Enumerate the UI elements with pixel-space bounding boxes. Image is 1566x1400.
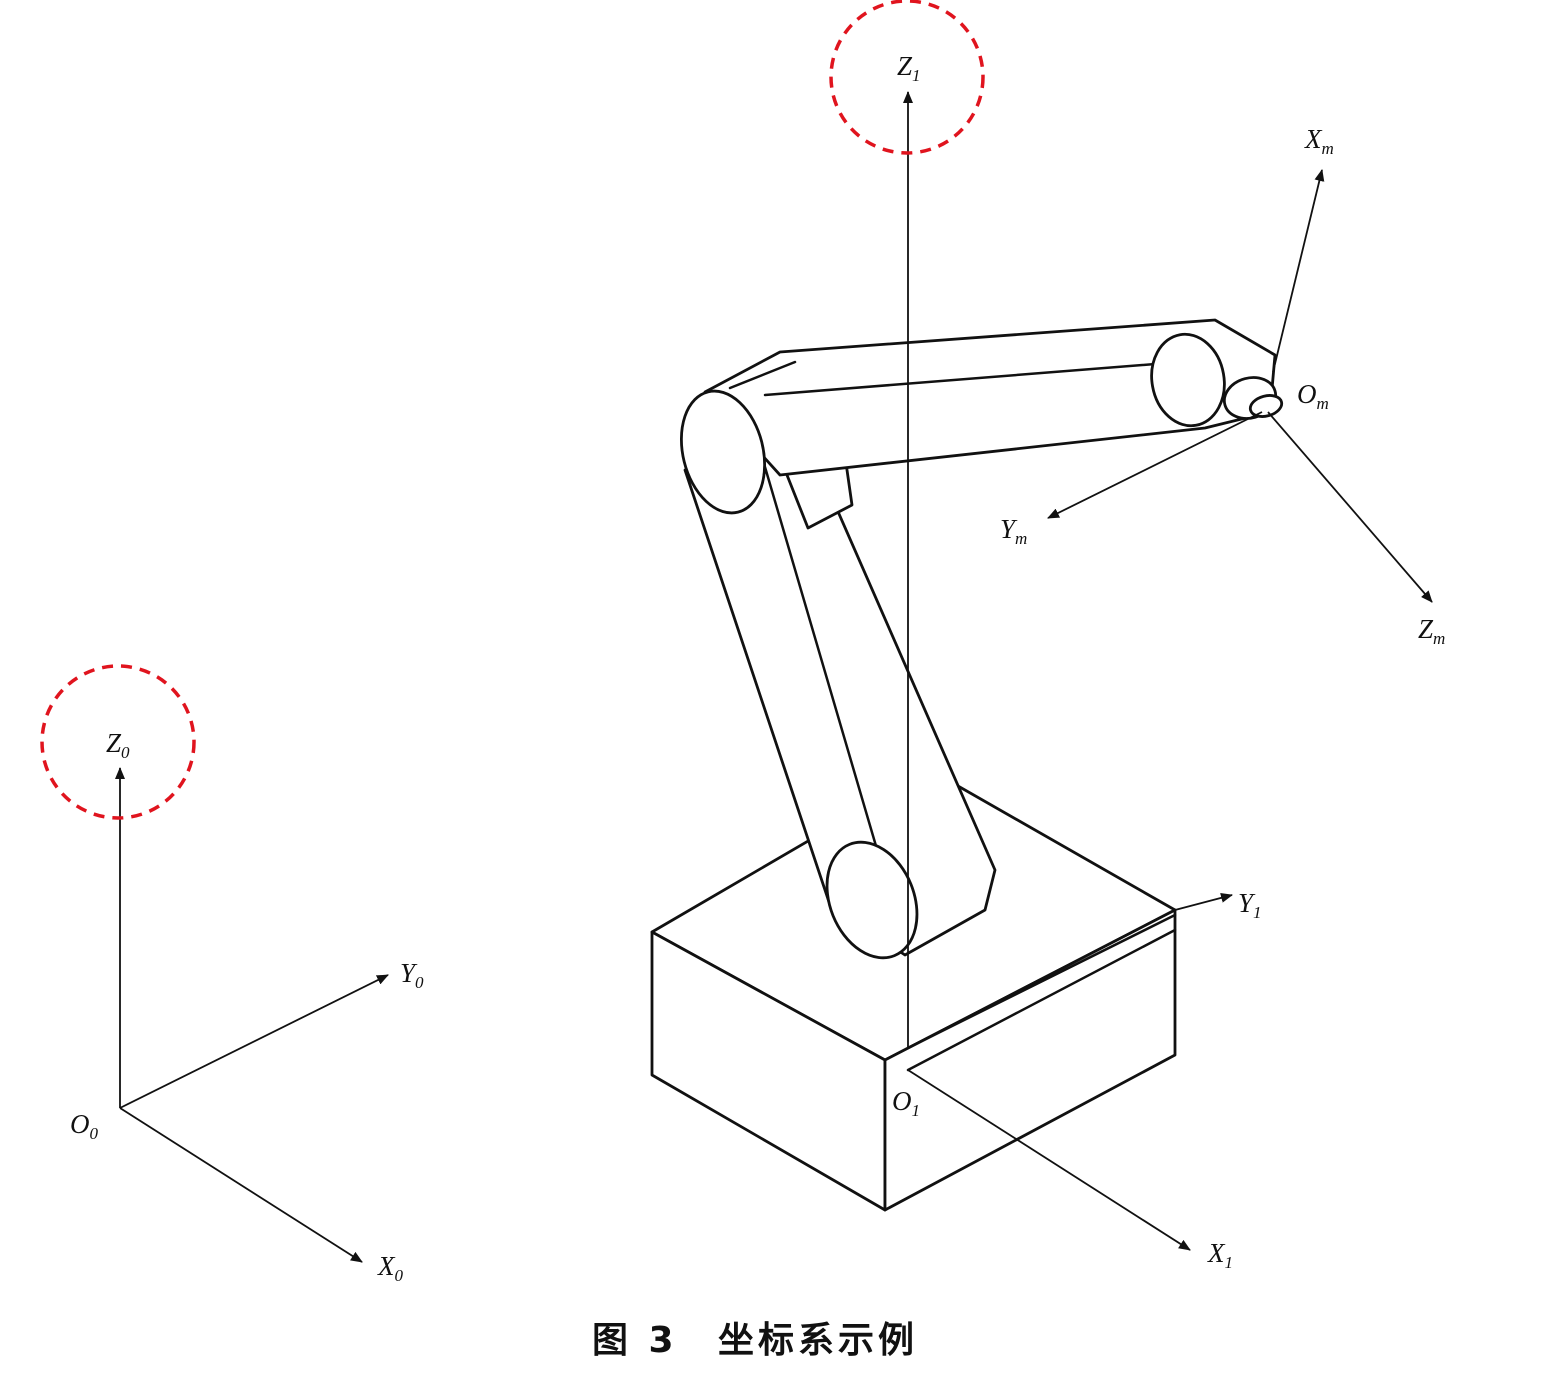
world-x-label: X0 — [377, 1251, 404, 1285]
tool-y-axis — [1047, 411, 1263, 519]
world-origin-label: O0 — [70, 1109, 99, 1143]
tool-x-axis — [1272, 169, 1325, 373]
world-x-axis — [119, 1107, 363, 1263]
tool-z-axis — [1267, 411, 1433, 603]
world-z-label: Z0 — [106, 728, 130, 762]
robot-upper-arm — [679, 318, 1284, 515]
mechanical-interface-frame: Xm Ym Zm Om — [1000, 124, 1445, 648]
caption-title: 坐标系示例 — [718, 1320, 918, 1361]
base-z-highlight-circle — [829, 0, 985, 155]
wrist-joint — [1150, 332, 1226, 428]
base-x-label: X1 — [1207, 1238, 1233, 1272]
base-z-label: Z1 — [897, 51, 921, 85]
upper-arm-body — [703, 318, 1277, 477]
figure-caption: 图 3 坐标系示例 — [592, 1320, 918, 1361]
base-origin-label: O1 — [892, 1086, 920, 1120]
flange-inner — [1248, 394, 1284, 418]
base-y-label: Y1 — [1238, 888, 1262, 922]
world-frame: Z0 Y0 X0 O0 — [40, 664, 424, 1285]
base-slot-line-2 — [906, 928, 1177, 1072]
base-right-face — [883, 908, 1177, 1212]
base-x-axis — [907, 1069, 1191, 1251]
elbow-joint — [679, 389, 767, 515]
tool-origin-label: Om — [1297, 379, 1329, 413]
base-slot-line-1 — [906, 913, 1177, 1050]
upper-arm-top-ridge — [728, 360, 797, 390]
lower-arm-bottom-joint — [825, 840, 919, 960]
world-y-label: Y0 — [400, 958, 424, 992]
tool-x-label: Xm — [1304, 124, 1334, 158]
upper-arm-edge — [763, 360, 1182, 397]
base-frame: Z1 Y1 X1 O1 — [829, 0, 1262, 1272]
world-y-axis — [119, 974, 389, 1109]
tool-z-label: Zm — [1418, 614, 1445, 648]
base-y-axis — [1174, 892, 1233, 911]
caption-number: 图 3 — [592, 1320, 678, 1361]
world-z-highlight-circle — [40, 664, 196, 820]
tool-y-label: Ym — [1000, 514, 1027, 548]
